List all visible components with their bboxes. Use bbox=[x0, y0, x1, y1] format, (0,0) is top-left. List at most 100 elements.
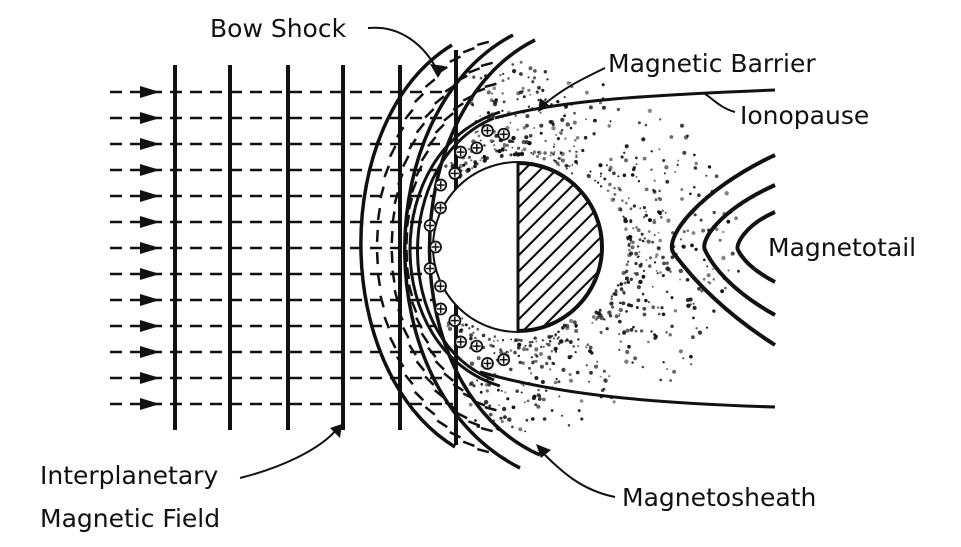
ion-dot bbox=[619, 287, 624, 291]
ion-dot bbox=[623, 281, 627, 285]
sheath-dash bbox=[452, 102, 464, 111]
ion-dot bbox=[612, 171, 616, 176]
ion-dot bbox=[697, 330, 703, 335]
ion-dot bbox=[611, 305, 615, 309]
arrow-right-icon bbox=[140, 112, 160, 124]
ion-dot bbox=[619, 301, 622, 305]
ion-dot bbox=[610, 295, 614, 298]
ion-dot bbox=[608, 314, 613, 318]
sheath-dash bbox=[397, 173, 404, 186]
ion-dot bbox=[560, 158, 565, 163]
ion-dot bbox=[622, 291, 626, 295]
ion-dot bbox=[555, 377, 558, 381]
ion-dot bbox=[632, 227, 635, 230]
ion-dot bbox=[522, 384, 525, 387]
ion-dot bbox=[553, 380, 558, 385]
sheath-dash bbox=[390, 231, 394, 244]
circled-plus-icon bbox=[454, 335, 468, 349]
ion-dot bbox=[526, 399, 530, 403]
sheath-dash bbox=[449, 55, 462, 64]
ion-dot bbox=[466, 167, 471, 172]
ion-dot bbox=[467, 148, 471, 151]
ion-dot bbox=[577, 409, 581, 413]
ion-dot bbox=[665, 266, 670, 271]
sheath-dash bbox=[413, 92, 425, 104]
ion-dot bbox=[619, 340, 622, 343]
ion-dot bbox=[631, 167, 636, 172]
ion-dot bbox=[507, 417, 512, 422]
ion-dot bbox=[617, 319, 622, 324]
ion-dot bbox=[630, 245, 635, 250]
ion-dot bbox=[555, 134, 558, 136]
ion-dot bbox=[690, 243, 694, 248]
ion-dot bbox=[660, 216, 663, 219]
ion-dot bbox=[666, 218, 671, 223]
ion-dot bbox=[482, 158, 487, 163]
ion-dot bbox=[596, 181, 600, 184]
ion-dot bbox=[565, 323, 570, 328]
ion-dot bbox=[499, 73, 502, 77]
ion-dot bbox=[516, 152, 521, 157]
ion-dot bbox=[539, 123, 544, 128]
arrow-right-icon bbox=[140, 372, 160, 384]
ion-dot bbox=[692, 302, 695, 305]
ion-dot bbox=[559, 150, 562, 153]
ion-dot bbox=[543, 70, 547, 74]
ion-dot bbox=[730, 251, 735, 256]
ion-dot bbox=[517, 342, 522, 347]
ion-dot bbox=[690, 363, 693, 366]
ion-dot bbox=[537, 99, 540, 102]
circled-plus-icon bbox=[470, 141, 484, 155]
ion-dot bbox=[561, 326, 565, 330]
circled-plus-icon bbox=[481, 357, 494, 370]
sheath-dash bbox=[379, 295, 385, 308]
ion-dot bbox=[511, 69, 517, 74]
ion-dot bbox=[642, 312, 647, 317]
ion-dot bbox=[627, 248, 631, 252]
ion-dot bbox=[496, 339, 499, 342]
ion-dot bbox=[448, 326, 453, 331]
sheath-dash bbox=[443, 112, 455, 122]
ion-dot bbox=[479, 76, 483, 80]
circled-plus-icon bbox=[448, 167, 462, 180]
ion-dot bbox=[635, 306, 639, 309]
ion-dot bbox=[534, 376, 539, 380]
ion-dot bbox=[525, 123, 529, 128]
ion-dot bbox=[599, 375, 602, 378]
sheath-dash bbox=[484, 82, 497, 89]
ion-dot bbox=[638, 279, 643, 285]
ion-dot bbox=[619, 282, 622, 286]
ion-dot bbox=[652, 190, 657, 194]
ion-dot bbox=[689, 303, 693, 306]
ion-dot bbox=[670, 255, 675, 260]
ion-dot bbox=[500, 419, 504, 424]
ion-dot bbox=[528, 142, 530, 145]
arrow-right-icon bbox=[140, 294, 160, 306]
leader-lines bbox=[239, 26, 736, 498]
ion-dot bbox=[598, 313, 603, 318]
ion-dot bbox=[549, 368, 552, 371]
ion-dot bbox=[552, 145, 555, 148]
ion-dot bbox=[489, 139, 494, 143]
sheath-dash bbox=[375, 229, 379, 243]
ion-dot bbox=[625, 310, 628, 313]
ion-dot bbox=[724, 286, 727, 290]
ion-dot bbox=[563, 96, 566, 99]
ion-dot bbox=[446, 324, 450, 328]
ion-dot bbox=[535, 90, 539, 94]
ion-dot bbox=[679, 238, 683, 241]
ion-dot bbox=[663, 172, 667, 175]
ion-dot bbox=[648, 256, 653, 260]
ion-dot bbox=[541, 397, 546, 402]
ion-dot bbox=[499, 350, 504, 355]
ion-dot bbox=[618, 348, 621, 351]
ion-dot bbox=[642, 306, 647, 311]
ion-dot bbox=[627, 244, 631, 247]
ion-dot bbox=[502, 72, 505, 75]
ion-dot bbox=[458, 329, 463, 333]
ion-dot bbox=[522, 347, 527, 352]
ion-dot bbox=[586, 174, 589, 177]
ion-dot bbox=[686, 229, 690, 232]
sheath-dash bbox=[410, 300, 418, 314]
ion-dot bbox=[535, 154, 540, 159]
